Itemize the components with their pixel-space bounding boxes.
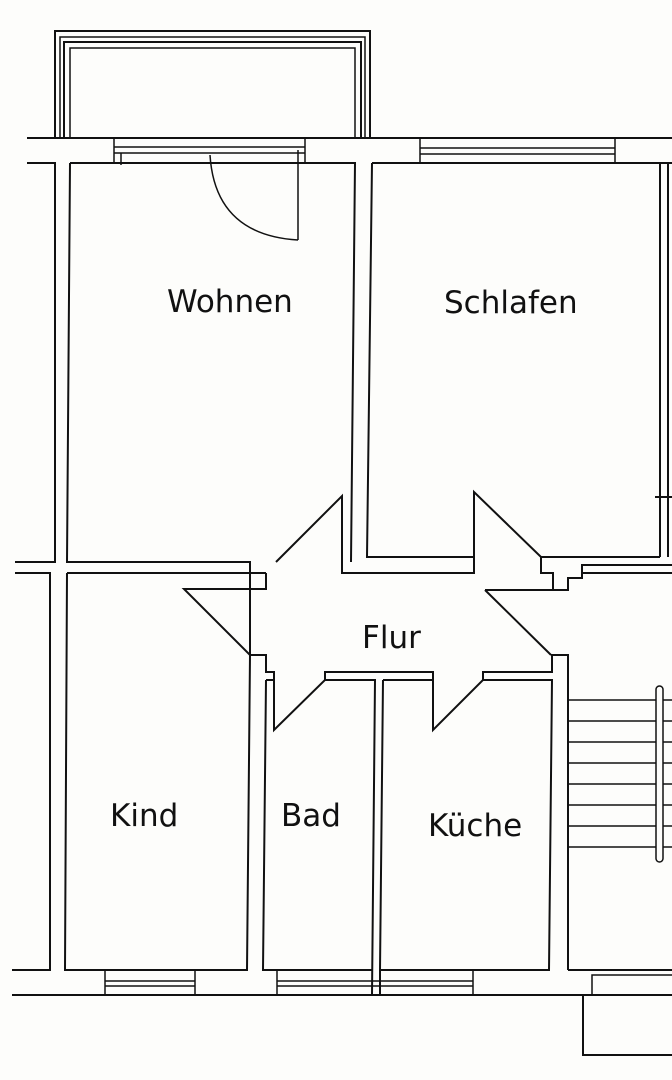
room-wohnen-outline <box>65 162 660 574</box>
room-kueche-outline <box>378 679 554 995</box>
label-kueche: Küche <box>428 808 522 844</box>
exterior-walls <box>12 137 672 1056</box>
room-schlafen-outline <box>365 162 672 558</box>
room-bad-outline <box>261 679 377 996</box>
windows <box>104 138 616 995</box>
staircase <box>568 685 672 971</box>
room-flur-outline <box>181 573 569 970</box>
label-flur: Flur <box>362 620 421 656</box>
balcony <box>54 30 371 138</box>
label-bad: Bad <box>281 798 341 834</box>
label-kind: Kind <box>110 798 178 834</box>
label-wohnen: Wohnen <box>167 284 293 320</box>
door-swing-icon <box>209 150 299 241</box>
label-schlafen: Schlafen <box>444 285 578 321</box>
room-kind-outline <box>63 572 251 971</box>
